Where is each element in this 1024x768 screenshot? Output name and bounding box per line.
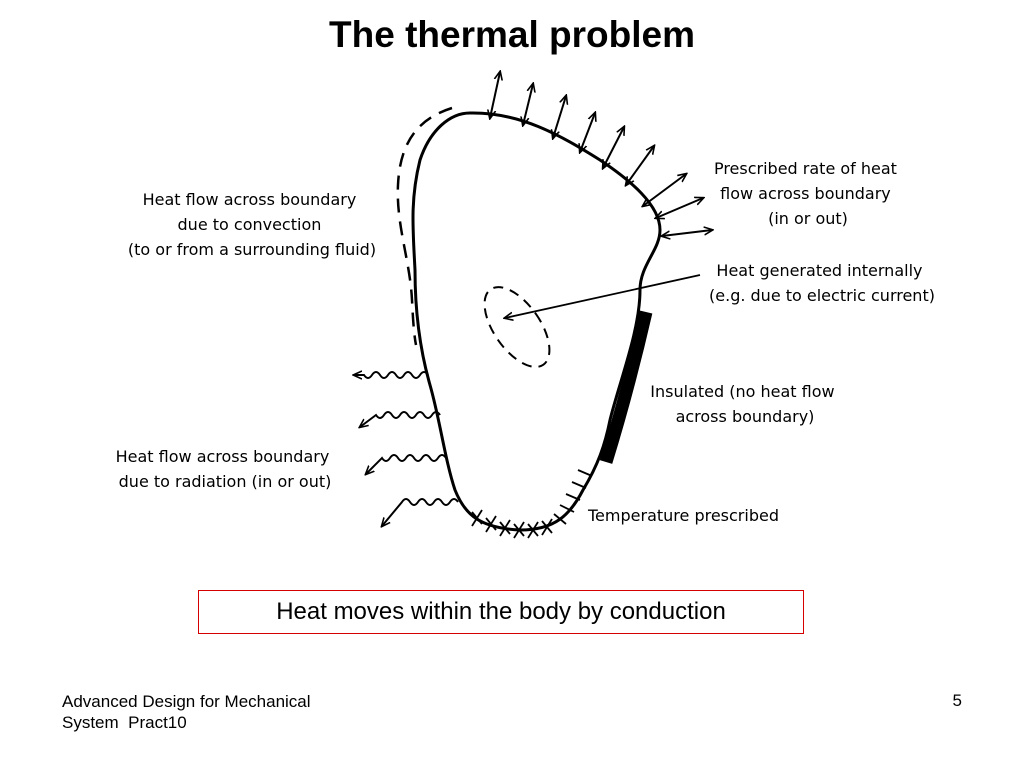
conduction-caption: Heat moves within the body by conduction bbox=[198, 590, 804, 634]
radiation-label: Heat flow across boundary due to radiati… bbox=[116, 447, 335, 491]
internal-heat-source bbox=[483, 286, 551, 368]
insulated-segment bbox=[599, 310, 653, 464]
heat-generated-pointer bbox=[505, 274, 701, 318]
heat-generated-label: Heat generated internally (e.g. due to e… bbox=[709, 261, 935, 305]
body-outline bbox=[411, 111, 662, 532]
footer-course-title: Advanced Design for Mechanical System Pr… bbox=[62, 691, 382, 733]
footer-line-2: System Pract10 bbox=[62, 713, 187, 732]
temperature-prescribed-ticks bbox=[471, 469, 593, 539]
footer-line-1: Advanced Design for Mechanical bbox=[62, 692, 311, 711]
convection-label: Heat flow across boundary due to convect… bbox=[128, 190, 376, 259]
temperature-label: Temperature prescribed bbox=[587, 506, 779, 525]
prescribed-rate-label: Prescribed rate of heat flow across boun… bbox=[714, 159, 902, 228]
prescribed-flux-arrows bbox=[490, 72, 712, 236]
radiation-arrows bbox=[354, 372, 459, 526]
caption-text: Heat moves within the body by conduction bbox=[276, 598, 726, 625]
page-number: 5 bbox=[952, 691, 962, 710]
convection-dashed-boundary bbox=[396, 106, 453, 346]
insulated-label: Insulated (no heat flow across boundary) bbox=[650, 382, 839, 426]
slide-title: The thermal problem bbox=[329, 14, 695, 55]
